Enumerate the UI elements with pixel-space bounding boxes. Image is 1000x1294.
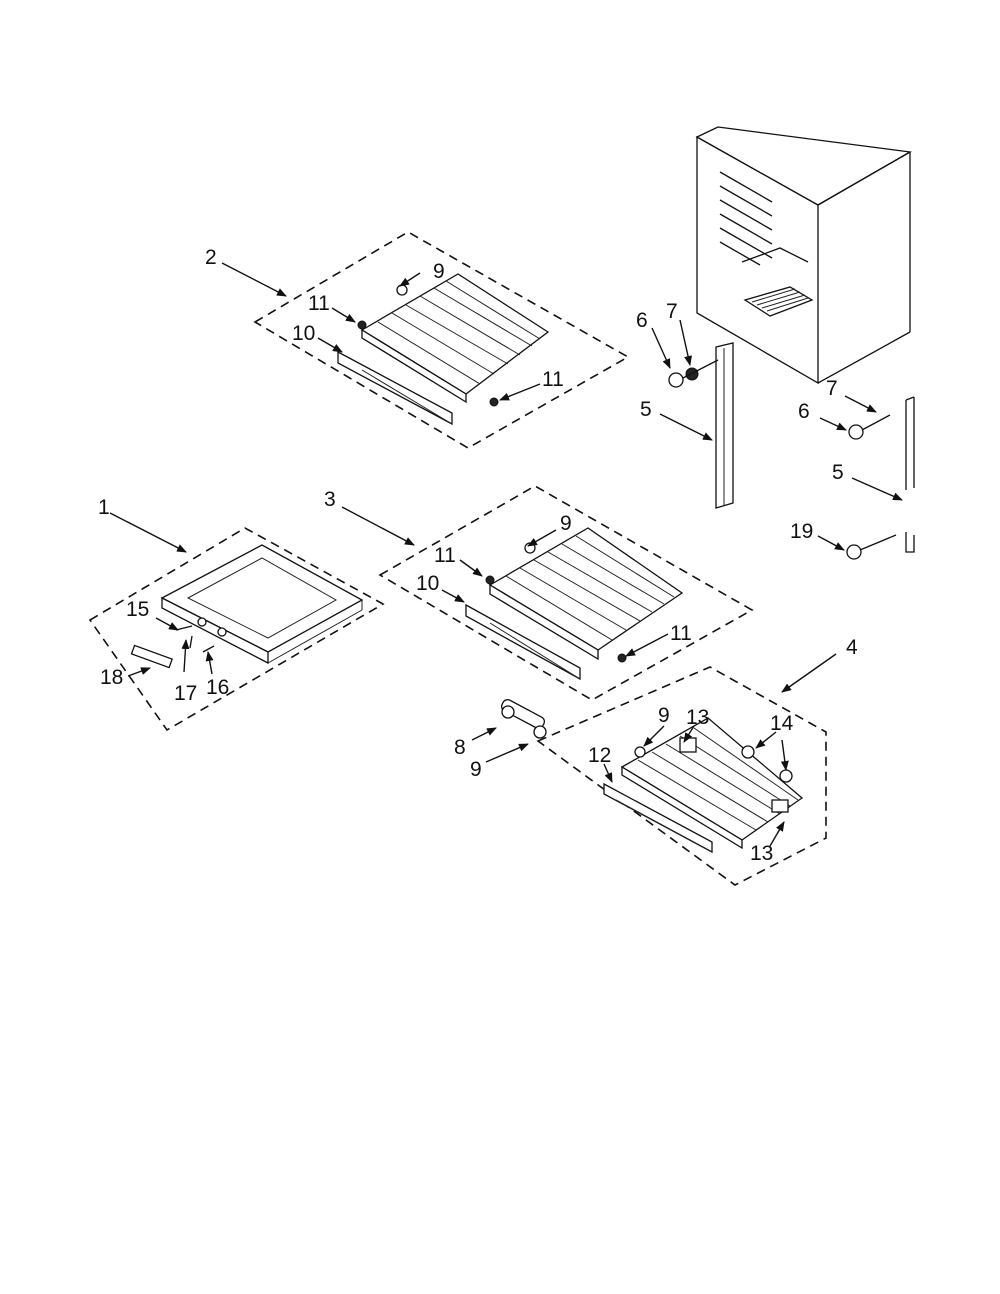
callout-6-left: 6 <box>636 309 648 332</box>
cover-hardware <box>130 625 215 669</box>
assembly-4-boundary <box>536 666 827 886</box>
assembly-3-boundary <box>378 485 754 701</box>
basket-assembly-2 <box>337 273 550 426</box>
callout-1: 1 <box>98 496 110 519</box>
basket-assembly-3 <box>465 527 684 681</box>
callout-3: 3 <box>324 488 336 511</box>
callout-11-middle-left: 11 <box>434 544 456 567</box>
assembly-2-boundary <box>253 231 630 449</box>
callout-18: 18 <box>100 666 123 689</box>
callout-9-middle: 9 <box>560 512 572 535</box>
callout-labels: 2 9 11 10 11 6 7 5 7 6 5 19 1 3 9 11 10 … <box>98 246 858 865</box>
loose-parts-8-9 <box>500 699 547 739</box>
callout-11-upper-right: 11 <box>542 368 564 391</box>
cabinet-housing <box>695 126 912 385</box>
callout-9-loose: 9 <box>470 758 482 781</box>
callout-10-middle: 10 <box>416 572 439 595</box>
callout-15: 15 <box>126 598 149 621</box>
callout-17: 17 <box>174 682 197 705</box>
callout-11-upper-left: 11 <box>308 292 330 315</box>
support-rail-left <box>668 342 734 509</box>
callout-5-right: 5 <box>832 461 844 484</box>
callout-11-middle-right: 11 <box>670 622 692 645</box>
callout-9-upper: 9 <box>433 260 445 283</box>
callout-13-upper: 13 <box>686 706 709 729</box>
callout-7-left: 7 <box>666 300 678 323</box>
callout-16: 16 <box>206 676 229 699</box>
callout-13-lower: 13 <box>750 842 773 865</box>
callout-9-lower: 9 <box>658 704 670 727</box>
cabinet-grille <box>743 286 814 317</box>
callout-4: 4 <box>846 636 858 659</box>
leader-lines <box>109 262 903 847</box>
assembly-1-boundary <box>88 527 385 732</box>
basket-assembly-4 <box>603 717 804 854</box>
callout-7-right: 7 <box>826 377 838 400</box>
callout-2: 2 <box>205 246 217 269</box>
callout-10-upper: 10 <box>292 322 315 345</box>
callout-5-left: 5 <box>640 398 652 421</box>
callout-12: 12 <box>588 744 611 767</box>
crisper-cover-assembly-1 <box>160 544 364 665</box>
support-rail-right <box>846 396 915 560</box>
callout-14: 14 <box>770 712 794 735</box>
callout-8: 8 <box>454 736 466 759</box>
cabinet-vent-slots <box>719 171 773 266</box>
callout-6-right: 6 <box>798 400 810 423</box>
callout-19: 19 <box>790 520 813 543</box>
